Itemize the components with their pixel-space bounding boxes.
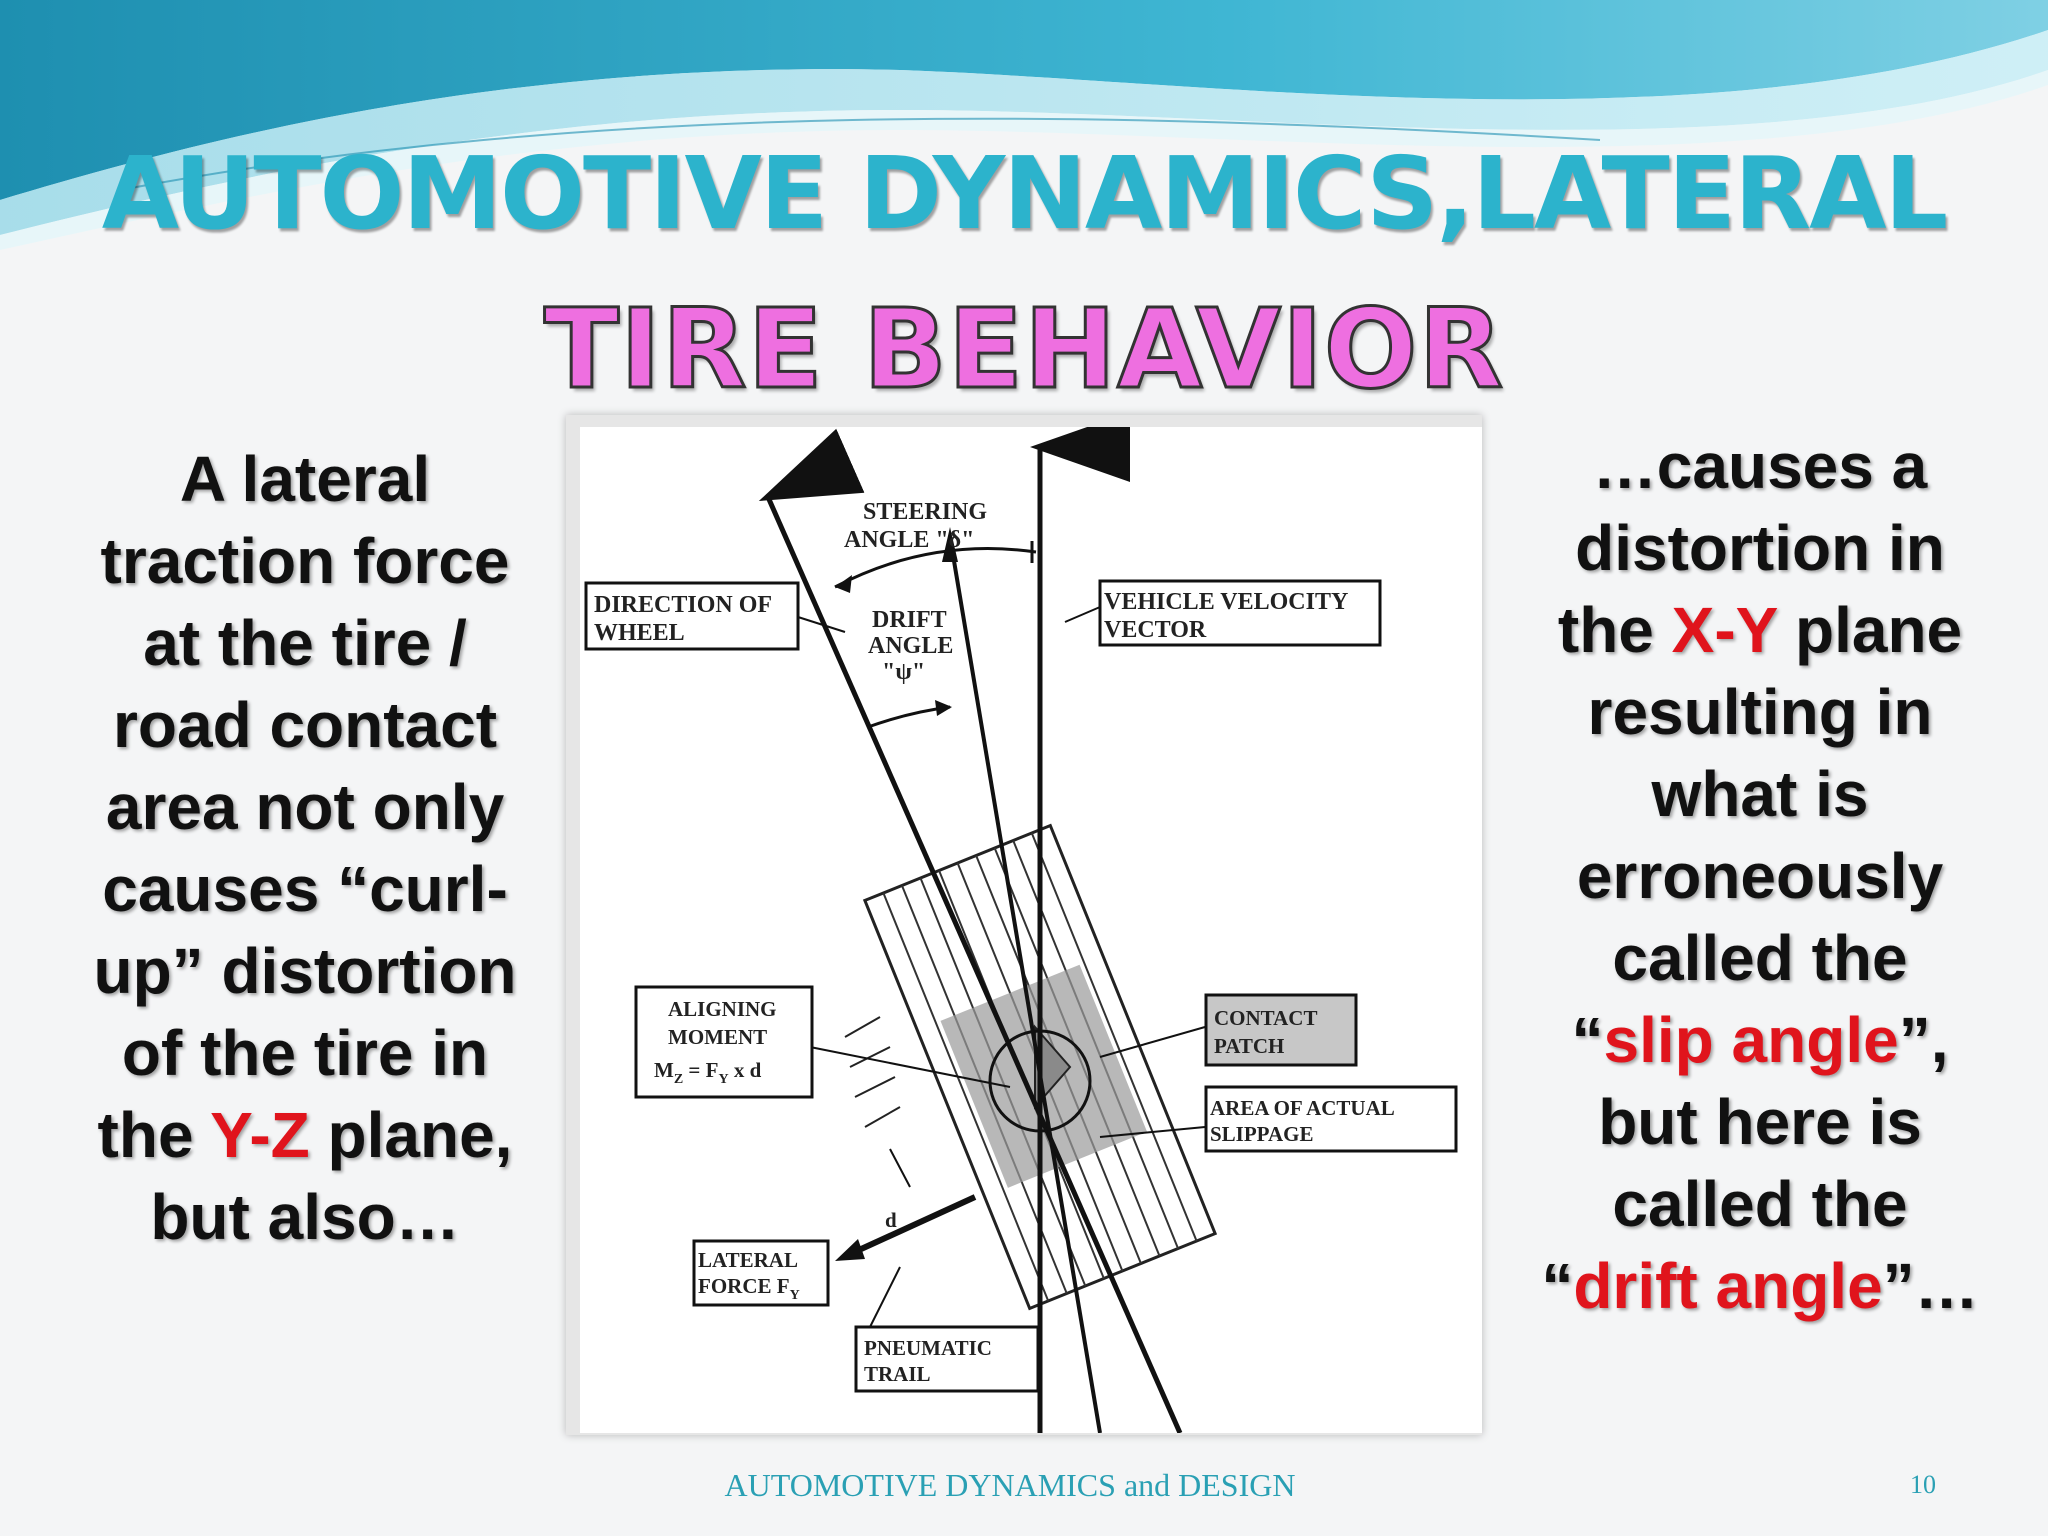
tire-diagram: d DIRECTION OF WHEEL STEERIN <box>580 412 1482 1435</box>
svg-text:AREA OF ACTUAL: AREA OF ACTUAL <box>1210 1096 1395 1120</box>
svg-text:SLIPPAGE: SLIPPAGE <box>1210 1122 1313 1146</box>
svg-text:LATERAL: LATERAL <box>698 1248 798 1272</box>
left-text-part2: plane, but also… <box>150 1099 513 1253</box>
right-text-part4: ”… <box>1882 1250 1979 1322</box>
steering-angle-arc <box>834 547 1037 589</box>
left-text-highlight: Y-Z <box>210 1099 310 1171</box>
label-steering-angle: STEERING ANGLE "δ" <box>844 499 987 553</box>
svg-text:FORCE FY: FORCE FY <box>698 1274 800 1303</box>
svg-text:DIRECTION OF: DIRECTION OF <box>594 592 772 618</box>
right-text-highlight1: X-Y <box>1671 594 1778 666</box>
right-text-highlight3: drift angle <box>1573 1250 1883 1322</box>
label-lateral-force: LATERAL FORCE FY <box>692 1239 830 1307</box>
lateral-force-arrow <box>846 1194 977 1258</box>
label-direction-of-wheel: DIRECTION OF WHEEL <box>584 581 800 651</box>
svg-text:PATCH: PATCH <box>1214 1034 1284 1058</box>
left-text-part1: A lateral traction force at the tire / r… <box>93 443 517 1171</box>
svg-text:DRIFT: DRIFT <box>872 607 947 633</box>
svg-text:CONTACT: CONTACT <box>1214 1006 1317 1030</box>
label-contact-patch: CONTACT PATCH <box>1204 993 1358 1067</box>
svg-text:VECTOR: VECTOR <box>1104 617 1207 643</box>
svg-text:PNEUMATIC: PNEUMATIC <box>864 1336 992 1360</box>
direction-of-wheel-vector <box>758 428 1183 1435</box>
label-drift-angle: DRIFT ANGLE "ψ" <box>868 607 953 685</box>
svg-text:ANGLE "δ": ANGLE "δ" <box>844 527 974 553</box>
slide-title-line2: TIRE BEHAVIOR <box>542 284 1505 415</box>
svg-text:ALIGNING: ALIGNING <box>668 997 777 1021</box>
slippage-hatch <box>844 1016 901 1128</box>
right-text-part2: plane resulting in what is erroneously c… <box>1571 594 1963 1076</box>
left-description: A lateral traction force at the tire / r… <box>90 438 520 1258</box>
slide-title-line1: AUTOMOTIVE DYNAMICS,LATERAL <box>101 135 1948 252</box>
svg-text:MZ = FY x d: MZ = FY x d <box>654 1058 762 1087</box>
right-text-highlight2: slip angle <box>1603 1004 1899 1076</box>
label-area-of-actual-slippage: AREA OF ACTUAL SLIPPAGE <box>1204 1085 1458 1153</box>
svg-text:STEERING: STEERING <box>863 499 987 525</box>
right-text-part3: ”, but here is called the “ <box>1541 1004 1949 1322</box>
tire-diagram-svg: d DIRECTION OF WHEEL STEERIN <box>584 412 1458 1435</box>
svg-text:WHEEL: WHEEL <box>594 620 685 646</box>
label-vehicle-velocity-vector: VEHICLE VELOCITY VECTOR <box>1098 579 1382 647</box>
footer-text: AUTOMOTIVE DYNAMICS and DESIGN <box>724 1467 1296 1503</box>
label-aligning-moment: ALIGNING MOMENT MZ = FY x d <box>634 985 814 1099</box>
page-number: 10 <box>1910 1470 1936 1499</box>
label-pneumatic-trail: PNEUMATIC TRAIL <box>854 1325 1040 1393</box>
drift-vector <box>948 536 1102 1434</box>
diagram-frame: d DIRECTION OF WHEEL STEERIN <box>566 412 1482 1435</box>
svg-text:VEHICLE VELOCITY: VEHICLE VELOCITY <box>1104 589 1348 615</box>
svg-text:TRAIL: TRAIL <box>864 1362 931 1386</box>
svg-text:ANGLE: ANGLE <box>868 633 953 659</box>
svg-text:"ψ": "ψ" <box>882 659 925 685</box>
header-wave-decoration <box>0 0 2048 250</box>
svg-text:MOMENT: MOMENT <box>668 1025 767 1049</box>
d-label: d <box>885 1208 897 1232</box>
right-text-part1: …causes a distortion in the <box>1557 430 1945 666</box>
right-description: …causes a distortion in the X-Y plane re… <box>1540 425 1980 1327</box>
